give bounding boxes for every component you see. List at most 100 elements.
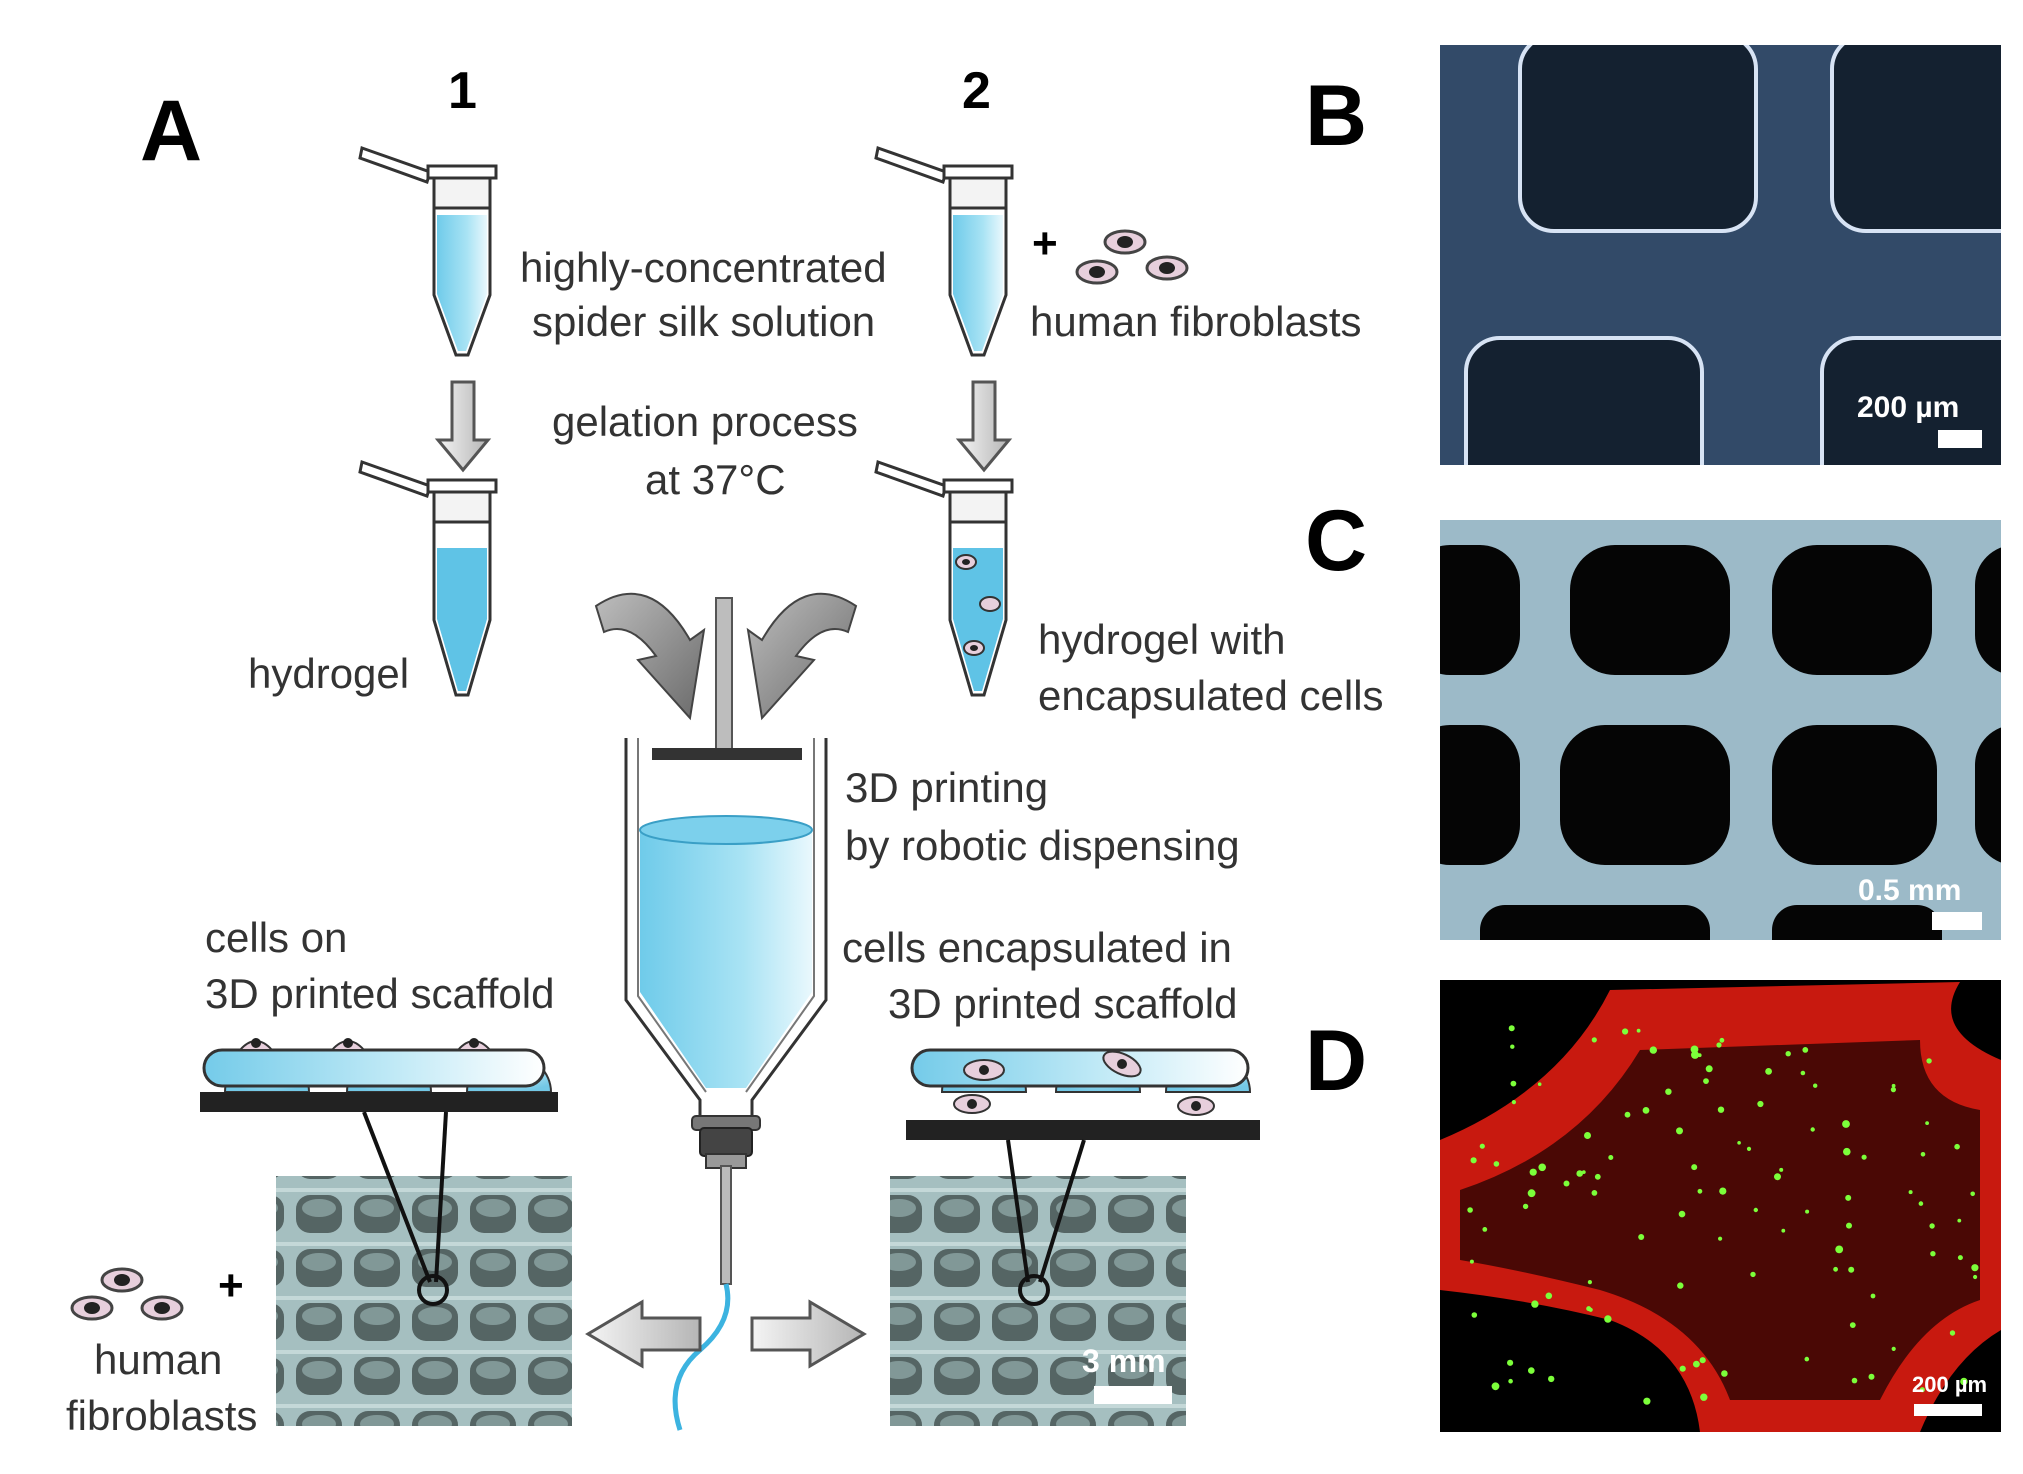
cells-in-label-line2: 3D printed scaffold: [888, 980, 1237, 1027]
green-dot: [1529, 1168, 1537, 1176]
green-dot: [1870, 1293, 1876, 1299]
green-dot: [1700, 1393, 1708, 1401]
down-arrow-1-icon: [434, 380, 492, 473]
left-arrow-icon: [585, 1299, 702, 1369]
curved-arrow-right-icon: [746, 592, 858, 721]
hydrogel-label: hydrogel: [248, 650, 409, 697]
green-dot: [1528, 1367, 1535, 1374]
green-dot: [1608, 1155, 1614, 1160]
green-dot: [1479, 1143, 1485, 1149]
green-dot: [1508, 1378, 1513, 1384]
green-dot: [1576, 1170, 1583, 1177]
green-dot: [1919, 1387, 1925, 1393]
panel-label-a: A: [140, 83, 202, 179]
green-dot: [1531, 1300, 1539, 1308]
fibroblasts-label-top: human fibroblasts: [1030, 298, 1362, 345]
tube-2-hydrogel-cells-icon: [874, 460, 1014, 697]
green-dot: [1636, 1028, 1641, 1033]
green-dot: [1848, 1266, 1855, 1273]
green-dot: [1750, 1271, 1756, 1278]
tube-2-solution-icon: [874, 146, 1014, 357]
panel-label-b: B: [1305, 68, 1367, 164]
scale-label-3mm: 3 mm: [1082, 1343, 1166, 1379]
green-dot: [1510, 1080, 1517, 1087]
green-dot: [1861, 1154, 1867, 1160]
green-dot: [1718, 1236, 1723, 1241]
green-dot: [1581, 1170, 1586, 1174]
green-dot: [1746, 1146, 1752, 1151]
green-dot: [1810, 1127, 1815, 1132]
scale-bar-c: [1932, 912, 1982, 930]
plus-sign-top: +: [1032, 219, 1058, 268]
green-dot: [1957, 1255, 1963, 1261]
green-dot: [1851, 1377, 1858, 1384]
green-dot: [1891, 1083, 1896, 1088]
green-dot: [1470, 1157, 1477, 1164]
green-dot: [1802, 1047, 1809, 1053]
green-dot: [1545, 1292, 1553, 1300]
green-dot: [1469, 1259, 1474, 1264]
solution-label-line2: spider silk solution: [532, 298, 875, 345]
green-dot: [1954, 1143, 1960, 1150]
scaffold-photo-right: 3 mm: [890, 1139, 1186, 1426]
green-dot: [1719, 1037, 1725, 1043]
green-dot: [1510, 1044, 1515, 1049]
green-dot: [1717, 1106, 1725, 1113]
green-dot: [1929, 1223, 1935, 1229]
green-dot: [1638, 1234, 1645, 1240]
scaffold-cells-on-icon: [200, 1038, 558, 1112]
green-dot: [1908, 1190, 1913, 1195]
green-dot: [1805, 1209, 1810, 1214]
green-dot: [1493, 1161, 1500, 1167]
panel-c-photo: [1440, 520, 2001, 940]
green-dot: [1970, 1191, 1975, 1197]
panel-d-fluorescence: [1440, 980, 2001, 1432]
green-dot: [1779, 1167, 1784, 1172]
green-dot: [1699, 1357, 1706, 1364]
solution-label-line1: highly-concentrated: [520, 244, 887, 291]
green-dot: [1925, 1121, 1929, 1125]
scaffold-cells-in-icon: [906, 1048, 1260, 1140]
plus-sign-bottom: +: [218, 1261, 244, 1310]
cells-on-label-line1: cells on: [205, 914, 347, 961]
green-dot: [1584, 1132, 1591, 1139]
panel-label-c: C: [1305, 493, 1367, 589]
curved-arrow-left-icon: [594, 592, 706, 721]
green-dot: [1719, 1187, 1727, 1195]
green-dot: [1538, 1163, 1546, 1172]
scale-label-c: 0.5 mm: [1858, 874, 1961, 907]
green-dot: [1507, 1359, 1514, 1366]
bottom-fibroblasts-line2: fibroblasts: [66, 1392, 257, 1439]
green-dot: [1813, 1083, 1818, 1088]
green-dot: [1537, 1082, 1542, 1086]
scale-label-d: 200 µm: [1912, 1372, 1987, 1397]
green-dot: [1482, 1227, 1488, 1232]
cells-on-label-line2: 3D printed scaffold: [205, 970, 554, 1017]
green-dot: [1920, 1152, 1926, 1157]
green-dot: [1527, 1189, 1536, 1198]
green-nuclei: [1467, 1025, 1979, 1405]
hydrogel-cells-label-line2: encapsulated cells: [1038, 672, 1384, 719]
green-dot: [1891, 1346, 1896, 1351]
down-arrow-2-icon: [955, 380, 1013, 473]
green-dot: [1471, 1312, 1478, 1318]
green-dot: [1774, 1173, 1781, 1181]
green-dot: [1622, 1028, 1629, 1035]
cells-in-label-line1: cells encapsulated in: [842, 924, 1232, 971]
green-dot: [1586, 1306, 1592, 1312]
green-dot: [1697, 1188, 1703, 1194]
green-dot: [1842, 1120, 1850, 1128]
green-dot: [1890, 1087, 1896, 1093]
green-dot: [1563, 1180, 1570, 1187]
printing-label-line2: by robotic dispensing: [845, 822, 1240, 869]
green-dot: [1642, 1107, 1650, 1114]
green-dot: [1508, 1025, 1515, 1032]
tube-1-hydrogel-icon: [358, 460, 498, 697]
green-dot: [1753, 1207, 1759, 1213]
green-dot: [1971, 1264, 1979, 1272]
green-dot: [1957, 1218, 1962, 1223]
green-dot: [1960, 1377, 1968, 1386]
green-dot: [1765, 1068, 1772, 1075]
green-dot: [1649, 1046, 1658, 1054]
gelation-label-line2: at 37°C: [645, 456, 786, 503]
